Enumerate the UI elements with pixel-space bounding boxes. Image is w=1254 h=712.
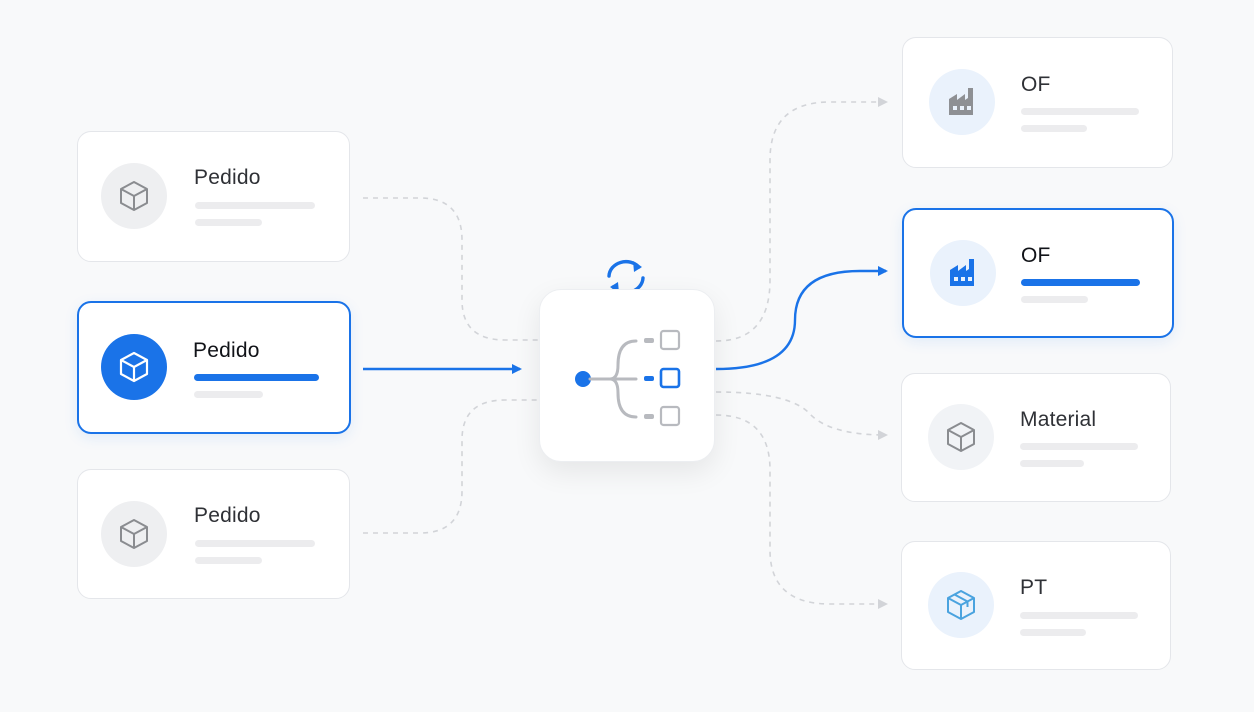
input-card-label: Pedido [193, 339, 260, 362]
placeholder-bar [195, 202, 315, 209]
progress-bar [194, 374, 319, 381]
placeholder-bar [1021, 125, 1087, 132]
placeholder-bar [1020, 460, 1084, 467]
input-card-pedido-2[interactable]: Pedido [77, 301, 351, 434]
connector-output-2[interactable] [715, 266, 888, 371]
output-card-material[interactable]: Material [901, 373, 1171, 502]
branch-routing-icon [575, 329, 681, 427]
connector-input-1 [363, 197, 540, 341]
placeholder-bar [195, 219, 262, 226]
factory-icon [930, 240, 996, 306]
routing-hub[interactable] [539, 289, 715, 462]
connector-output-3 [715, 391, 888, 440]
placeholder-bar [1020, 629, 1086, 636]
factory-icon [929, 69, 995, 135]
output-card-label: OF [1021, 73, 1051, 96]
placeholder-bar [1020, 612, 1138, 619]
input-card-pedido-1[interactable]: Pedido [77, 131, 350, 262]
placeholder-bar [195, 540, 315, 547]
connector-output-1 [715, 97, 888, 342]
box-icon [928, 572, 994, 638]
placeholder-bar [1020, 443, 1138, 450]
placeholder-bar [1021, 296, 1088, 303]
output-card-pt[interactable]: PT [901, 541, 1171, 670]
output-card-of-2[interactable]: OF [902, 208, 1174, 338]
placeholder-bar [195, 557, 262, 564]
placeholder-bar [194, 391, 263, 398]
box-icon [101, 334, 167, 400]
progress-bar [1021, 279, 1140, 286]
connector-input-3 [363, 399, 540, 534]
box-icon [928, 404, 994, 470]
output-card-of-1[interactable]: OF [902, 37, 1173, 168]
input-card-pedido-3[interactable]: Pedido [77, 469, 350, 599]
box-icon [101, 501, 167, 567]
box-icon [101, 163, 167, 229]
input-card-label: Pedido [194, 166, 261, 189]
output-card-label: Material [1020, 408, 1097, 431]
output-card-label: OF [1021, 244, 1051, 267]
input-card-label: Pedido [194, 504, 261, 527]
placeholder-bar [1021, 108, 1139, 115]
output-card-label: PT [1020, 576, 1048, 599]
connector-output-4 [715, 414, 888, 609]
